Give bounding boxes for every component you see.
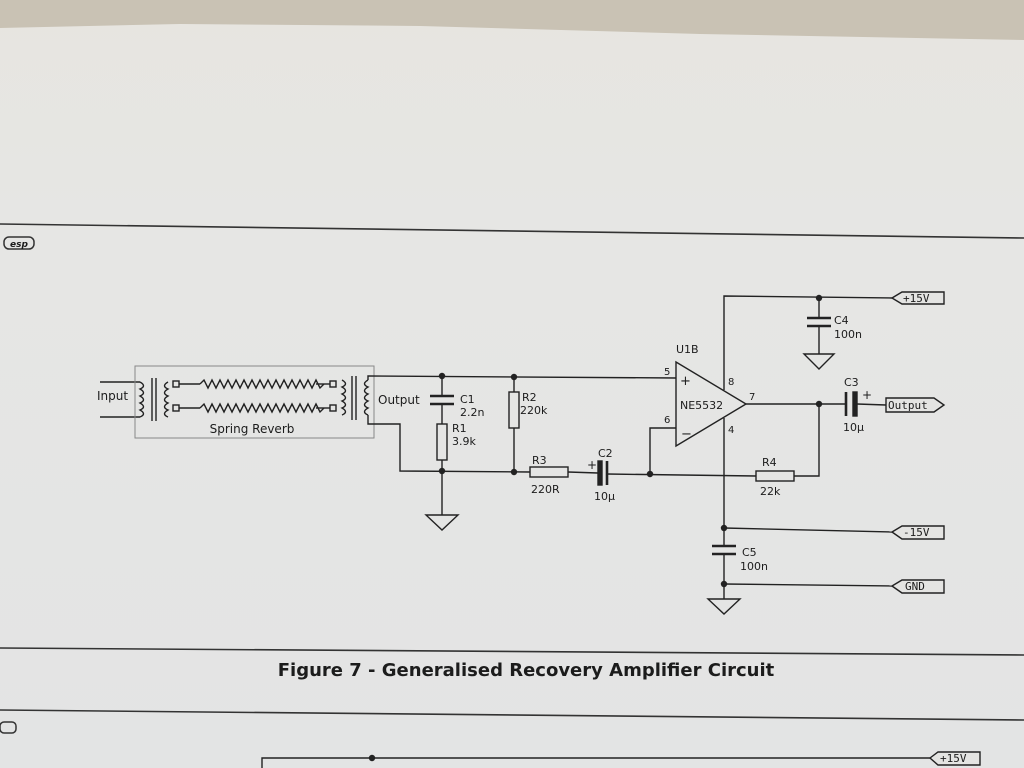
feedback-wire	[794, 404, 820, 477]
r1-ref: R1	[452, 422, 467, 435]
junction-dot	[368, 754, 376, 762]
opamp-ref: U1B	[676, 343, 699, 356]
junction-dot	[646, 470, 654, 478]
junction-dot	[438, 467, 446, 475]
gnd-wire	[723, 583, 893, 587]
pin-vminus: 4	[728, 425, 734, 436]
pin-vplus: 8	[728, 377, 734, 388]
output-coil-secondary-icon	[363, 379, 370, 416]
junction-dot	[815, 400, 823, 408]
input-label: Input	[97, 389, 128, 403]
c1-ref: C1	[460, 393, 475, 406]
opamp-symbol	[675, 360, 748, 448]
port-ground	[890, 579, 945, 594]
r2-body	[508, 391, 520, 429]
c2-polarity: +	[587, 458, 597, 472]
port-next-supply	[928, 751, 981, 766]
input-coil-icon	[138, 381, 145, 418]
spring-terminal-3	[329, 380, 337, 388]
opamp-part: NE5532	[680, 399, 723, 412]
ground-symbol-c5	[706, 598, 742, 615]
r1-value: 3.9k	[452, 435, 476, 448]
spring-reverb-label: Spring Reverb	[210, 422, 295, 436]
spring-terminal-2	[172, 404, 180, 412]
junction-dot	[438, 372, 446, 380]
port-output-label: Output	[888, 399, 928, 412]
spring-terminal-4	[329, 404, 337, 412]
top-rule	[0, 223, 1024, 239]
output-coil-primary-icon	[340, 379, 347, 416]
r4-value: 22k	[760, 485, 781, 498]
r3-body	[529, 466, 569, 478]
junction-dot	[815, 294, 823, 302]
pin-inv: 6	[664, 415, 670, 426]
c3-polarity: +	[862, 388, 872, 402]
c3-value: 10µ	[843, 421, 864, 434]
neg-supply-wire	[723, 527, 893, 533]
junction-dot	[720, 524, 728, 532]
next-figure-wire	[261, 757, 930, 768]
ground-symbol-c4	[802, 353, 836, 370]
spring-reverb-box	[134, 365, 375, 439]
esp-logo-lower	[0, 721, 17, 734]
c1-value: 2.2n	[460, 406, 484, 419]
spring-coil-bottom-icon	[199, 402, 325, 414]
junction-dot	[510, 468, 518, 476]
caption-rule-top	[0, 647, 1024, 656]
c3-ref: C3	[844, 376, 859, 389]
r3-ref: R3	[532, 454, 547, 467]
r2-value: 220k	[520, 404, 548, 417]
spring-terminal-1	[172, 380, 180, 388]
port-next-supply-label: +15V	[940, 752, 967, 765]
c5-ref: C5	[742, 546, 757, 559]
c4-value: 100n	[834, 328, 862, 341]
c2-ref: C2	[598, 447, 613, 460]
input-coil-secondary-icon	[163, 381, 170, 418]
esp-logo: esp	[3, 236, 35, 250]
port-pos-supply-label: +15V	[903, 292, 930, 305]
port-ground-label: GND	[905, 580, 925, 593]
c3-plate-2	[852, 391, 858, 417]
port-output	[885, 397, 946, 413]
spring-coil-top-icon	[199, 378, 325, 390]
opamp-minus-sign: −	[681, 427, 692, 442]
c2-plate-1	[597, 460, 603, 486]
caption-rule-bottom	[0, 709, 1024, 721]
r3-value: 220R	[531, 483, 560, 496]
r1-body	[436, 423, 448, 461]
ground-symbol-1	[424, 514, 460, 531]
hot-wire	[367, 375, 677, 380]
tank-output-label: Output	[378, 393, 420, 407]
pin-noninv: 5	[664, 367, 670, 378]
c4-ref: C4	[834, 314, 849, 327]
opamp-plus-sign: +	[680, 374, 691, 389]
c5-value: 100n	[740, 560, 768, 573]
r4-ref: R4	[762, 456, 777, 469]
r2-ref: R2	[522, 391, 537, 404]
svg-text:esp: esp	[10, 240, 28, 250]
pin-out: 7	[749, 392, 755, 403]
c2-value: 10µ	[594, 490, 615, 503]
junction-dot	[510, 373, 518, 381]
vplus-wire	[723, 295, 893, 390]
inverting-wire	[649, 427, 676, 474]
port-neg-supply	[890, 525, 945, 540]
figure-caption: Figure 7 - Generalised Recovery Amplifie…	[278, 660, 775, 681]
r4-body	[755, 470, 795, 482]
port-pos-supply	[890, 291, 945, 305]
port-neg-supply-label: -15V	[903, 526, 930, 539]
return-wire	[367, 415, 531, 473]
junction-dot	[720, 580, 728, 588]
